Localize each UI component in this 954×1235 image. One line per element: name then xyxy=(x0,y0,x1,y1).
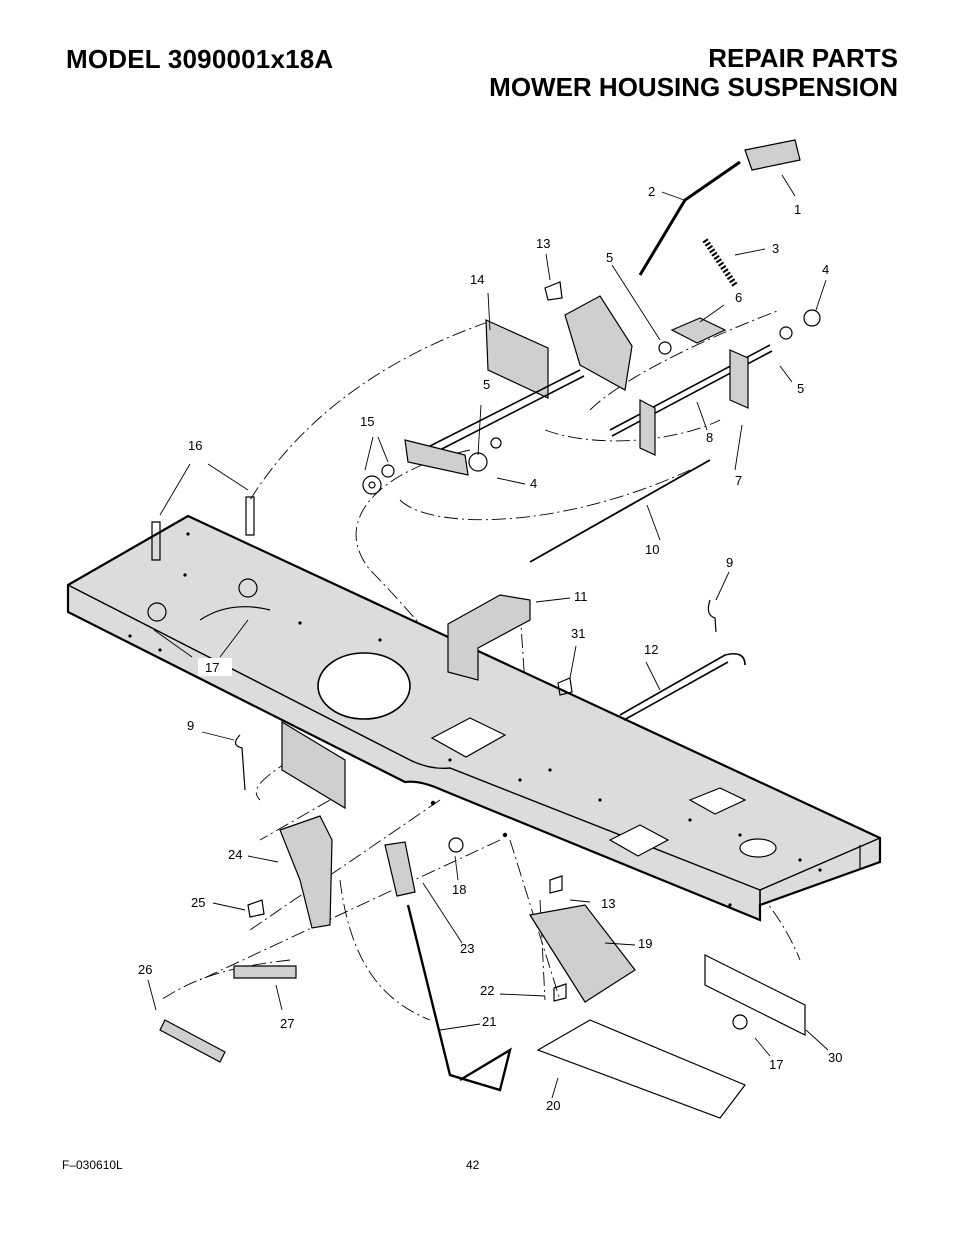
callout-23: 23 xyxy=(460,941,474,956)
main-frame xyxy=(66,514,882,922)
callout-30: 30 xyxy=(828,1050,842,1065)
spring-26 xyxy=(159,1019,226,1063)
rod-12 xyxy=(619,652,746,721)
front-bracket-left xyxy=(281,720,346,810)
callout-labels: 1 2 3 4 4 5 5 5 6 7 8 9 9 10 11 12 13 13… xyxy=(138,184,842,1113)
callout-6: 6 xyxy=(735,290,742,305)
callout-21: 21 xyxy=(482,1014,496,1029)
form-number: F–030610L xyxy=(62,1158,123,1172)
callout-9: 9 xyxy=(187,718,194,733)
callout-4: 4 xyxy=(530,476,537,491)
callout-7: 7 xyxy=(735,473,742,488)
callout-15: 15 xyxy=(360,414,374,429)
callout-25: 25 xyxy=(191,895,205,910)
callout-24: 24 xyxy=(228,847,242,862)
page-number: 42 xyxy=(466,1158,480,1172)
callout-17-label-box xyxy=(198,658,232,676)
callout-8: 8 xyxy=(706,430,713,445)
spring-23 xyxy=(384,841,416,897)
hardware xyxy=(147,281,821,1030)
callout-17: 17 xyxy=(769,1057,783,1072)
callout-3: 3 xyxy=(772,241,779,256)
callout-13: 13 xyxy=(536,236,550,251)
callout-31: 31 xyxy=(571,626,585,641)
leader-lines xyxy=(147,174,829,1099)
callout-14: 14 xyxy=(470,272,484,287)
front-bracket-24 xyxy=(279,815,333,929)
rod-10 xyxy=(529,459,711,563)
section-title: REPAIR PARTS MOWER HOUSING SUSPENSION xyxy=(489,44,898,102)
callout-16: 16 xyxy=(188,438,202,453)
bar-20 xyxy=(536,1019,746,1119)
rod-21 xyxy=(406,904,512,1092)
callout-27: 27 xyxy=(280,1016,294,1031)
callout-17: 17 xyxy=(205,660,219,675)
rear-lift-bracket xyxy=(404,295,633,476)
callout-5: 5 xyxy=(797,381,804,396)
section-title-line1: REPAIR PARTS xyxy=(708,43,898,73)
lift-arm xyxy=(638,139,801,287)
callout-20: 20 xyxy=(546,1098,560,1113)
callout-5: 5 xyxy=(483,377,490,392)
callout-18: 18 xyxy=(452,882,466,897)
callout-10: 10 xyxy=(645,542,659,557)
callout-1: 1 xyxy=(794,202,801,217)
plate-19 xyxy=(529,904,636,1003)
callout-19: 19 xyxy=(638,936,652,951)
callout-9: 9 xyxy=(726,555,733,570)
callout-11: 11 xyxy=(574,589,588,604)
rear-shaft xyxy=(609,317,773,456)
strap-30 xyxy=(704,954,806,1036)
callout-26: 26 xyxy=(138,962,152,977)
bracket-11 xyxy=(447,594,531,681)
section-title-line2: MOWER HOUSING SUSPENSION xyxy=(489,72,898,102)
callout-12: 12 xyxy=(644,642,658,657)
spring-27 xyxy=(233,965,297,979)
callout-2: 2 xyxy=(648,184,655,199)
model-title: MODEL 3090001x18A xyxy=(66,44,334,74)
callout-13: 13 xyxy=(601,896,615,911)
callout-4: 4 xyxy=(822,262,829,277)
callout-5: 5 xyxy=(606,250,613,265)
callout-22: 22 xyxy=(480,983,494,998)
